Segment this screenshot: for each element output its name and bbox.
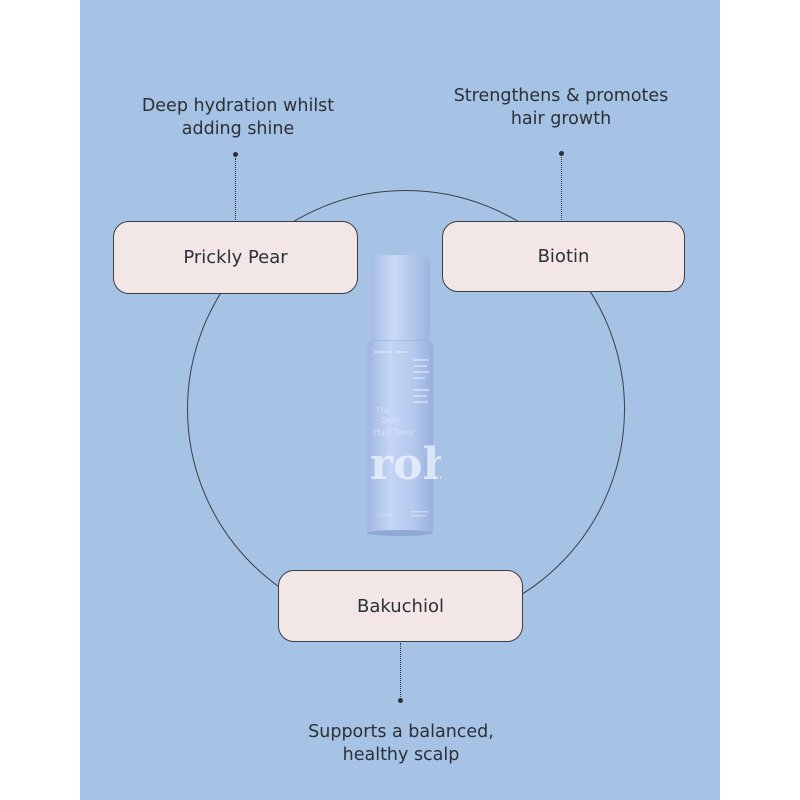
benefit-text-biotin: Strengthens & promotes hair growth bbox=[453, 86, 669, 129]
ingredient-label-bakuchiol: Bakuchiol bbox=[357, 595, 444, 617]
ingredient-box-biotin: Biotin bbox=[442, 221, 685, 292]
benefit-text-bakuchiol: Supports a balanced, healthy scalp bbox=[308, 722, 494, 765]
ingredient-box-bakuchiol: Bakuchiol bbox=[278, 570, 523, 642]
bottle-body bbox=[367, 341, 433, 533]
product-bottle: The Daily Hair Tonic roh. 150 ml bbox=[367, 255, 441, 536]
connector-line-bakuchiol bbox=[400, 643, 401, 699]
bottle-text-line-2: Daily bbox=[381, 416, 402, 425]
bottle-logo: roh. bbox=[370, 439, 441, 490]
connector-line-biotin bbox=[561, 157, 562, 220]
ingredient-box-prickly-pear: Prickly Pear bbox=[113, 221, 358, 294]
bottle-volume: 150 ml bbox=[375, 513, 392, 519]
bottle-cap bbox=[370, 255, 430, 341]
connector-dot-biotin bbox=[559, 151, 564, 156]
connector-line-prickly-pear bbox=[235, 158, 236, 220]
benefit-text-prickly-pear: Deep hydration whilst adding shine bbox=[141, 96, 335, 139]
ingredient-label-biotin: Biotin bbox=[537, 246, 590, 267]
bottle-text-line-3: Hair Tonic bbox=[373, 428, 416, 437]
ingredient-label-prickly-pear: Prickly Pear bbox=[183, 247, 288, 268]
connector-dot-bakuchiol bbox=[398, 698, 403, 703]
bottle-text-line-1: The bbox=[375, 406, 390, 415]
connector-dot-prickly-pear bbox=[233, 152, 238, 157]
